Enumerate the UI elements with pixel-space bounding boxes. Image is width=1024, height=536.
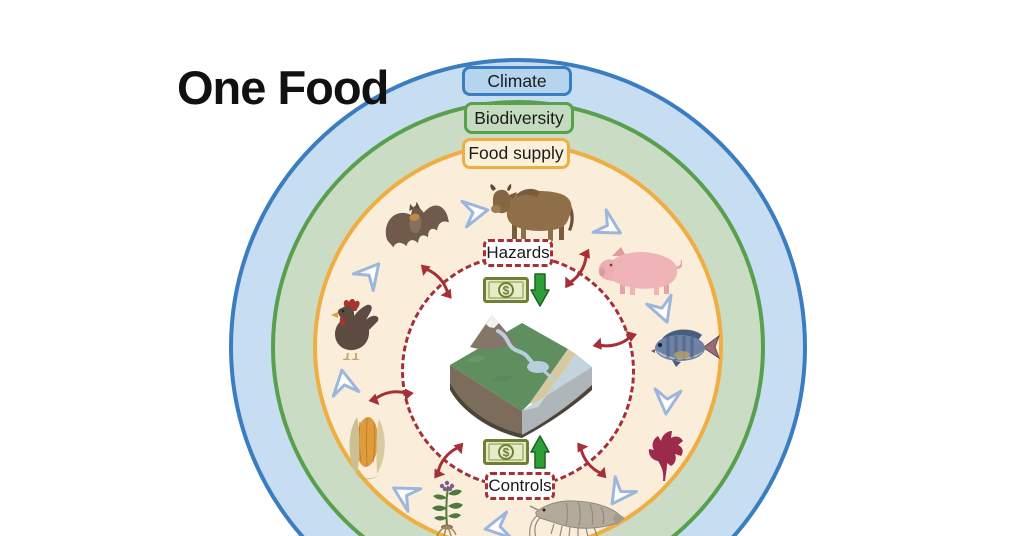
flow-chevron-icon: [595, 471, 643, 518]
shrimp-icon: [528, 498, 626, 536]
maize-icon: [344, 412, 392, 480]
bat-icon: [379, 193, 456, 260]
chicken-icon: [328, 296, 382, 360]
exchange-arrow-icon: [366, 381, 415, 411]
flow-chevron-icon: [641, 290, 686, 332]
cattle-icon: [488, 182, 582, 244]
exchange-arrow-icon: [568, 436, 614, 486]
down-arrow-icon: [530, 272, 550, 308]
landscape-icon: [436, 303, 604, 439]
red-seaweed-icon: [636, 420, 692, 482]
flow-chevron-icon: [587, 203, 633, 250]
ring-label-biodiversity: Biodiversity: [464, 102, 574, 134]
flow-chevron-icon: [648, 384, 687, 419]
flow-chevron-icon: [457, 191, 495, 232]
pig-icon: [598, 246, 682, 296]
svg-text:$: $: [503, 446, 510, 460]
flow-chevron-icon: [347, 249, 395, 297]
tilapia-fish-icon: [648, 324, 722, 370]
flow-chevron-icon: [323, 363, 364, 401]
svg-text:$: $: [503, 284, 510, 298]
controls-label-text: Controls: [488, 476, 552, 495]
exchange-arrow-icon: [413, 257, 460, 306]
page-title: One Food: [177, 61, 389, 114]
money-increase-icon: $: [483, 439, 529, 465]
up-arrow-icon: [530, 434, 550, 470]
controls-box: Controls: [485, 472, 555, 500]
hazards-label-text: Hazards: [486, 243, 550, 262]
ring-label-food-supply: Food supply: [462, 138, 570, 169]
flow-chevron-icon: [381, 470, 427, 517]
flow-chevron-icon: [478, 506, 516, 536]
medicinal-plant-icon: [422, 480, 472, 536]
climate-label-text: Climate: [487, 70, 547, 91]
biodiversity-label-text: Biodiversity: [474, 107, 564, 128]
exchange-arrow-icon: [590, 324, 640, 357]
exchange-arrow-icon: [425, 435, 471, 485]
hazards-box: Hazards: [483, 239, 553, 267]
ring-label-climate: Climate: [462, 66, 572, 96]
food-supply-label-text: Food supply: [468, 143, 564, 163]
exchange-arrow-icon: [557, 244, 600, 295]
money-decrease-icon: $: [483, 277, 529, 303]
